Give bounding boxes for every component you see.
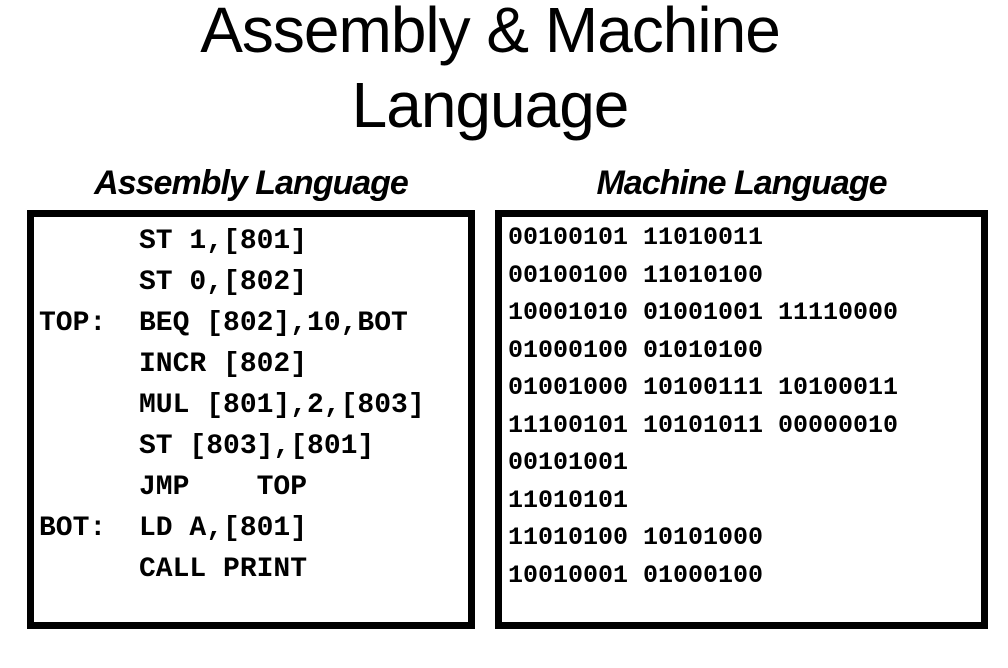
assembly-instruction: BEQ [802],10,BOT — [139, 308, 408, 339]
machine-code-line: 10001010 01001001 11110000 — [508, 298, 899, 327]
assembly-label — [39, 426, 139, 467]
machine-code-line: 01001000 10100111 10100011 — [508, 373, 899, 402]
machine-code-line: 00101001 — [508, 448, 629, 477]
assembly-label: TOP: — [39, 308, 107, 339]
machine-code-line: 11010100 10101000 — [508, 523, 764, 552]
assembly-label — [39, 344, 139, 385]
assembly-code-line: MUL [801],2,[803] — [39, 385, 468, 426]
assembly-code-box: ST 1,[801] ST 0,[802] TOP: BEQ [802],10,B… — [27, 210, 475, 629]
assembly-instruction: JMP TOP — [139, 472, 308, 503]
assembly-code-line: JMP TOP — [39, 467, 468, 508]
assembly-code-line: INCR [802] — [39, 344, 468, 385]
assembly-code-line: CALL PRINT — [39, 549, 468, 590]
assembly-instruction: MUL [801],2,[803] — [139, 390, 425, 421]
assembly-label: BOT: — [39, 513, 107, 544]
assembly-code-line: TOP: BEQ [802],10,BOT — [39, 303, 468, 344]
assembly-instruction: ST 0,[802] — [139, 267, 308, 298]
page-title-text: Assembly & Machine Language — [200, 0, 781, 141]
assembly-language-heading: Assembly Language — [94, 164, 409, 202]
assembly-code-line: ST 0,[802] — [39, 262, 468, 303]
machine-code-line: 11100101 10101011 00000010 — [508, 410, 899, 440]
assembly-label — [39, 221, 139, 262]
assembly-label — [39, 262, 139, 303]
page-title: Assembly & Machine Language — [0, 0, 1008, 143]
assembly-code-line: BOT: LD A,[801] — [39, 508, 468, 549]
machine-language-heading: Machine Language — [596, 164, 887, 202]
machine-code-line: 00100101 11010011 — [508, 223, 764, 252]
assembly-code-line: ST 1,[801] — [39, 221, 468, 262]
machine-code-line: 11010101 — [508, 485, 629, 515]
machine-code-line: 01000100 01010100 — [508, 335, 764, 365]
assembly-instruction: INCR [802] — [139, 349, 308, 380]
assembly-instruction: ST [803],[801] — [139, 431, 375, 462]
machine-code-box: 00100101 11010011 00100100 11010100 1000… — [495, 210, 988, 629]
machine-code-line: 00100100 11010100 — [508, 260, 764, 290]
assembly-code-line: ST [803],[801] — [39, 426, 468, 467]
assembly-instruction: CALL PRINT — [139, 554, 308, 585]
machine-code-line: 10010001 01000100 — [508, 560, 764, 590]
assembly-label — [39, 549, 139, 590]
assembly-instruction: LD A,[801] — [139, 513, 308, 544]
assembly-label — [39, 467, 139, 508]
assembly-instruction: ST 1,[801] — [139, 226, 308, 257]
assembly-label — [39, 385, 139, 426]
